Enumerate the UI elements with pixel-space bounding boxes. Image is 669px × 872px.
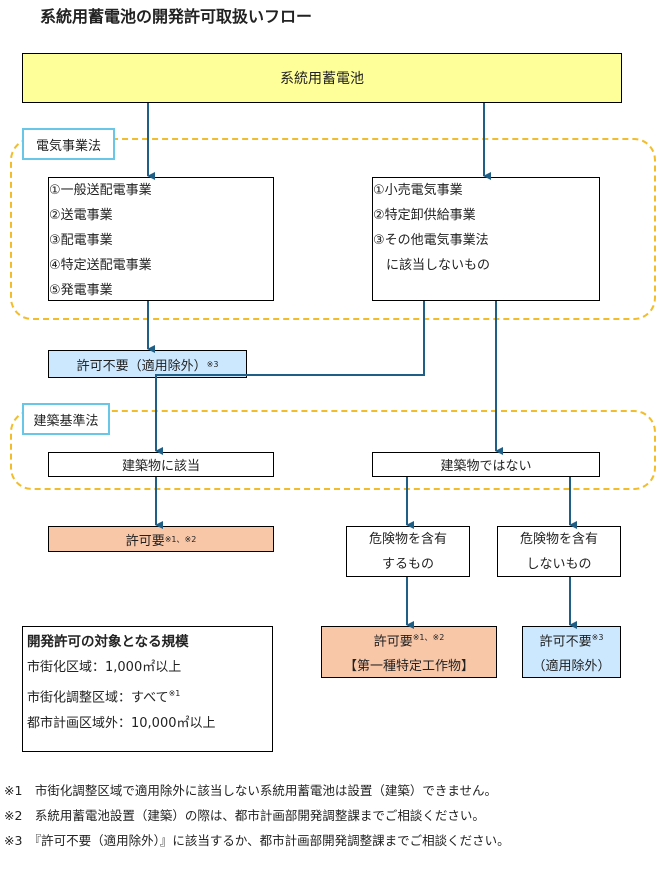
hazard-no-node: 危険物を含有しないもの — [497, 526, 621, 577]
list-item: ①一般送配電事業 — [49, 183, 152, 198]
footnote-ref: ※3 — [591, 632, 604, 642]
page-title: 系統用蓄電池の開発許可取扱いフロー — [40, 7, 313, 26]
scale-row: 市街化調整区域：すべて※1 — [27, 689, 181, 706]
permit-node-2: 許可要※1、※2 【第一種特定工作物】 — [321, 626, 497, 678]
list-item: ②特定卸供給事業 — [373, 208, 476, 223]
list-item: に該当しないもの — [373, 258, 491, 273]
footnote-ref: ※1、※2 — [412, 632, 445, 642]
hazard-line: するもの — [381, 556, 434, 572]
exempt-node-1: 許可不要（適用除外）※3 — [48, 350, 247, 378]
footnote-ref: ※1、※2 — [164, 534, 197, 544]
exempt-text: 許可不要（適用除外） — [76, 358, 207, 374]
exempt-subtext: （適用除外） — [532, 659, 611, 675]
footnote-3: ※3 『許可不要（適用除外）』に該当するか、都市計画部開発調整課までご相談くださ… — [4, 833, 510, 848]
arrow — [155, 301, 425, 455]
permit-node-1: 許可要※1、※2 — [48, 526, 274, 552]
exempt-text: 許可不要 — [539, 634, 592, 650]
electricity-law-region — [10, 138, 656, 320]
scale-row: 市街化区域：1,000㎡以上 — [27, 660, 182, 675]
right-business-list: ①小売電気事業 ②特定卸供給事業 ③その他電気事業法 に該当しないもの — [372, 177, 600, 301]
list-item: ③その他電気事業法 — [373, 233, 489, 248]
exempt-node-2: 許可不要※3 （適用除外） — [522, 626, 621, 678]
hazard-yes-node: 危険物を含有するもの — [346, 526, 470, 577]
scale-heading: 開発許可の対象となる規模 — [27, 634, 189, 650]
list-item: ①小売電気事業 — [373, 183, 463, 198]
list-item: ②送電事業 — [49, 208, 113, 223]
scale-info-box: 開発許可の対象となる規模 市街化区域：1,000㎡以上 市街化調整区域：すべて※… — [22, 626, 273, 752]
building-no-node: 建築物ではない — [372, 452, 600, 477]
permit-subtext: 【第一種特定工作物】 — [343, 659, 474, 675]
permit-text: 許可要 — [125, 533, 165, 549]
list-item: ④特定送配電事業 — [49, 258, 152, 273]
footnote-ref: ※3 — [206, 359, 219, 369]
hazard-line: しないもの — [526, 556, 592, 572]
footnote-2: ※2 系統用蓄電池設置（建築）の際は、都市計画部開発調整課までご相談ください。 — [4, 808, 485, 823]
electricity-law-label: 電気事業法 — [22, 128, 115, 160]
permit-text: 許可要 — [373, 634, 413, 650]
building-law-label: 建築基準法 — [22, 403, 110, 435]
scale-row: 都市計画区域外：10,000㎡以上 — [27, 716, 216, 732]
root-node: 系統用蓄電池 — [22, 53, 622, 103]
building-law-region — [10, 410, 656, 490]
footnote-1: ※1 市街化調整区域で適用除外に該当しない系統用蓄電池は設置（建築）できません。 — [4, 783, 498, 798]
hazard-line: 危険物を含有 — [368, 531, 447, 547]
left-business-list: ①一般送配電事業 ②送電事業 ③配電事業 ④特定送配電事業 ⑤発電事業 — [48, 177, 274, 301]
list-item: ⑤発電事業 — [49, 283, 113, 298]
hazard-line: 危険物を含有 — [519, 531, 598, 547]
list-item: ③配電事業 — [49, 233, 113, 248]
